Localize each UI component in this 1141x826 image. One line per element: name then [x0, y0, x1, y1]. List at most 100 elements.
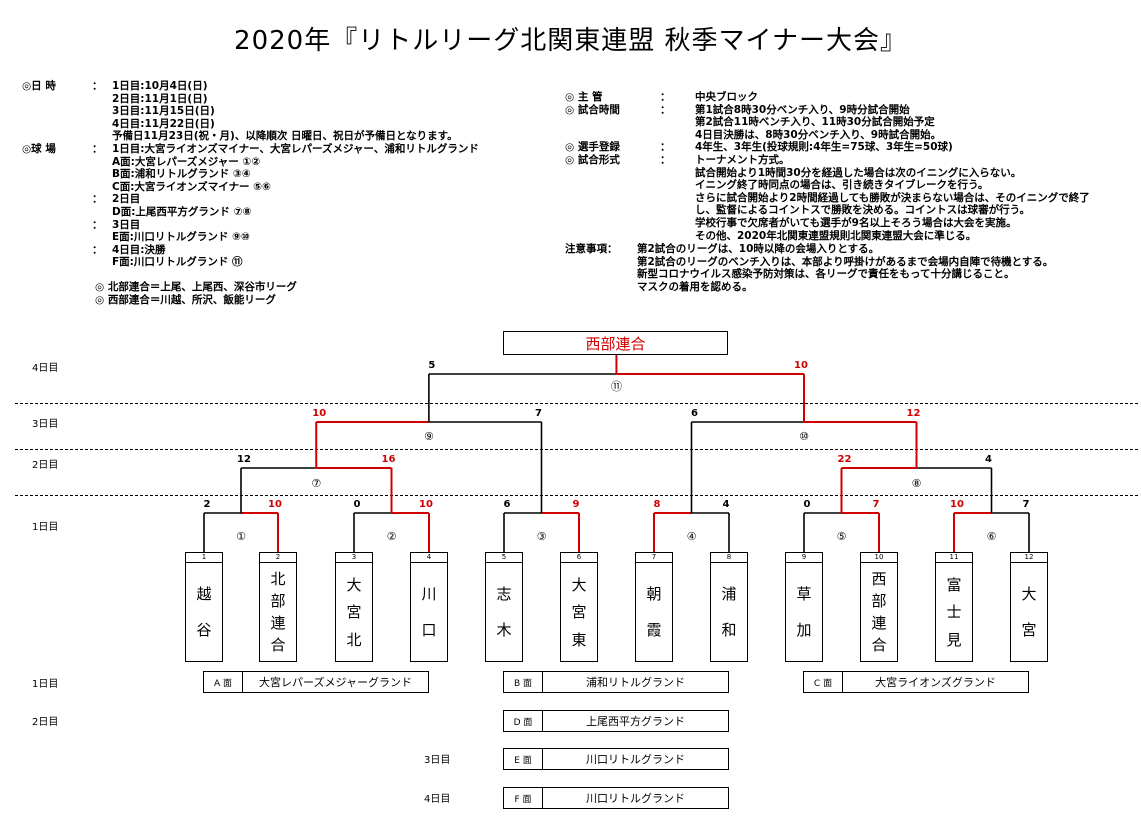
- venue-box: A 面 大宮レパーズメジャーグランド: [203, 671, 429, 693]
- venue-box: E 面川口リトルグランド: [503, 748, 729, 770]
- match-number: ⑦: [311, 477, 322, 490]
- info-row: イニング終了時同点の場合は、引き続きタイブレークを行う。: [565, 179, 1090, 192]
- team-name-char: 合: [871, 636, 887, 654]
- union-info: ◎ 北部連合＝上尾、上尾西、深谷市リーグ◎ 西部連合＝川越、所沢、飯能リーグ: [95, 281, 297, 306]
- info-row: ◎日 時：1日目:10月4日(日): [22, 80, 479, 93]
- union-line: ◎ 北部連合＝上尾、上尾西、深谷市リーグ: [95, 281, 297, 293]
- info-text: トーナメント方式。: [695, 153, 790, 166]
- team-name-char: 連: [270, 614, 286, 632]
- info-row: 4日目決勝は、8時30分ベンチ入り、9時試合開始。: [565, 129, 1090, 142]
- info-row: D面:上尾西平方グランド ⑦⑧: [22, 206, 479, 219]
- info-row: ：4日目:決勝: [22, 244, 479, 257]
- match-number: ①: [236, 530, 246, 543]
- team-number: 11: [936, 553, 972, 563]
- notes-line: 第2試合のリーグのベンチ入りは、本部より呼掛けがあるまで会場内自陣で待機とする。: [637, 255, 1054, 268]
- team-number: 1: [186, 553, 222, 563]
- match-number: ⑩: [799, 430, 809, 443]
- info-text: 4日目:11月22日(日): [112, 117, 215, 130]
- team-name-char: 大: [346, 575, 362, 594]
- team-name: 北部連合: [260, 565, 296, 659]
- match-number: ⑥: [986, 530, 997, 543]
- score-label: 16: [381, 454, 396, 465]
- info-text: 2日目:11月1日(日): [112, 92, 208, 105]
- info-colon: ：: [92, 218, 103, 231]
- info-row: ：3日目: [22, 219, 479, 232]
- info-row: ◎ 主 管：中央ブロック: [565, 91, 1090, 104]
- day-divider: [15, 403, 1138, 404]
- day-divider: [15, 449, 1138, 450]
- notes-line: 第2試合のリーグは、10時以降の会場入りとする。: [637, 243, 880, 255]
- team-name-char: 士: [946, 603, 962, 621]
- info-text: A面:大宮レパーズメジャー ①②: [112, 155, 261, 168]
- match-number: ⑪: [610, 380, 622, 393]
- info-text: 中央ブロック: [695, 91, 758, 103]
- info-label: ◎球 場: [22, 142, 56, 155]
- score-label: 12: [906, 408, 921, 419]
- score-label: 4: [985, 454, 992, 465]
- notes-line: マスクの着用を認める。: [637, 280, 753, 293]
- info-text: 2日目: [112, 193, 141, 206]
- team-name: 川口: [411, 565, 447, 659]
- team-name-char: 宮: [346, 603, 362, 621]
- info-row: F面:川口リトルグランド ⑪: [22, 256, 479, 269]
- info-row: B面:浦和リトルグランド ③④: [22, 168, 479, 181]
- info-row: し、監督によるコイントスで勝敗を決める。コイントスは球審が行う。: [565, 204, 1090, 217]
- info-row: ◎ 試合時間：第1試合8時30分ベンチ入り、9時分試合開始: [565, 104, 1090, 117]
- info-row: ： 2日目: [22, 193, 479, 206]
- score-label: 10: [312, 408, 327, 419]
- score-label: 10: [950, 499, 964, 510]
- team-name-char: 部: [871, 592, 887, 610]
- info-row: 第2試合11時ベンチ入り、11時30分試合開始予定: [565, 116, 1090, 129]
- team-name-char: 川: [421, 584, 437, 603]
- info-row: 学校行事で欠席者がいても選手が9名以上そろう場合は大会を実施。: [565, 217, 1090, 230]
- score-label: 7: [535, 408, 542, 419]
- team-name: 志木: [486, 565, 522, 659]
- team-box: 8 浦和: [710, 552, 748, 662]
- venue-box: F 面川口リトルグランド: [503, 787, 729, 809]
- info-row: 4日目:11月22日(日): [22, 118, 479, 131]
- team-name-char: 宮: [1021, 621, 1037, 640]
- team-name-char: 越: [196, 584, 212, 603]
- day-label-1: 1日目: [32, 522, 59, 533]
- score-label: 9: [572, 499, 580, 510]
- info-label: ◎ 選手登録: [565, 141, 620, 154]
- info-text: 学校行事で欠席者がいても選手が9名以上そろう場合は大会を実施。: [695, 216, 1017, 229]
- team-number: 8: [711, 553, 747, 563]
- team-name-char: 和: [721, 621, 737, 640]
- info-text: D面:上尾西平方グランド ⑦⑧: [112, 205, 252, 218]
- info-colon: ：: [92, 193, 103, 206]
- venue-name: 大宮レパーズメジャーグランド: [259, 676, 412, 689]
- score-label: 4: [722, 499, 730, 510]
- info-label: ◎ 試合時間: [565, 103, 620, 116]
- info-row: E面:川口リトルグランド ⑨⑩: [22, 231, 479, 244]
- team-name-char: 富: [946, 575, 962, 594]
- team-name-char: 部: [270, 592, 286, 610]
- venue-day-label: 1日目: [32, 679, 59, 690]
- team-name-char: 北: [346, 630, 362, 649]
- team-name-char: 宮: [571, 603, 587, 621]
- notes-line: 新型コロナウイルス感染予防対策は、各リーグで責任をもって十分講じること。: [637, 268, 1015, 281]
- team-name-char: 木: [496, 621, 512, 640]
- team-name: 浦和: [711, 565, 747, 659]
- day-label-2: 2日目: [32, 460, 59, 471]
- info-text: 1日目:10月4日(日): [112, 80, 208, 92]
- score-label: 12: [237, 454, 251, 465]
- info-label: ◎日 時: [22, 80, 56, 92]
- info-text: F面:川口リトルグランド ⑪: [112, 256, 243, 269]
- day-label-4: 4日目: [32, 363, 59, 374]
- score-label: 7: [872, 499, 880, 510]
- match-number: ④: [686, 530, 697, 543]
- venue-label: A 面: [204, 672, 243, 692]
- union-line: ◎ 西部連合＝川越、所沢、飯能リーグ: [95, 293, 276, 306]
- day-label-3: 3日目: [32, 419, 59, 430]
- info-colon: ：: [660, 141, 671, 154]
- info-text: その他、2020年北関東連盟規則北関東連盟大会に準じる。: [695, 229, 977, 242]
- info-row: A面:大宮レパーズメジャー ①②: [22, 156, 479, 169]
- venue-name: 上尾西平方グランド: [586, 715, 685, 728]
- info-text: さらに試合開始より2時間経過しても勝敗が決まらない場合は、そのイニングで終了: [695, 191, 1090, 204]
- venue-label: C 面: [804, 672, 843, 692]
